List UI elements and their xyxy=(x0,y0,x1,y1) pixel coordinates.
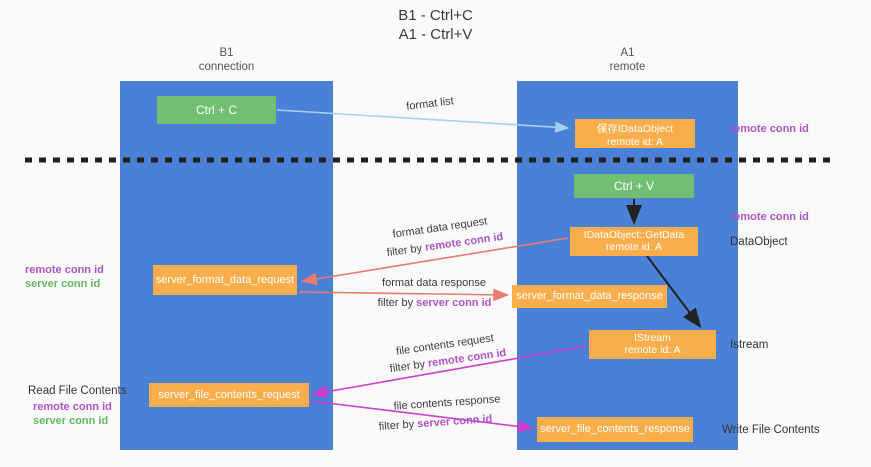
left-column-title: B1 xyxy=(219,47,234,59)
format-data-response-filter-label: filter by server conn id xyxy=(367,297,502,309)
server-format-data-response-box: server_format_data_response xyxy=(512,285,667,308)
save-idataobject-line1: 保存IDataObject xyxy=(596,123,674,135)
server-file-contents-request-box: server_file_contents_request xyxy=(149,383,309,407)
istream-box: IStream remote id: A xyxy=(589,330,716,359)
write-file-contents-annotation: Write File Contents xyxy=(722,424,820,436)
istream-line2: remote id: A xyxy=(624,344,681,356)
filter-by-text: filter by xyxy=(378,418,418,433)
remote-conn-id-annotation-left1: remote conn id xyxy=(25,264,104,276)
diagram-title: B1 - Ctrl+C A1 - Ctrl+V xyxy=(0,6,871,44)
server-conn-id-text: server conn id xyxy=(416,297,492,309)
istream-line1: IStream xyxy=(634,332,671,344)
istream-annotation: Istream xyxy=(730,339,769,351)
right-column-title: A1 xyxy=(620,47,635,59)
filter-by-text: filter by xyxy=(377,297,417,309)
remote-conn-id-annotation-mid: remote conn id xyxy=(730,211,809,223)
format-data-response-label: format data response xyxy=(382,277,486,289)
save-idataobject-line2: remote id: A xyxy=(606,136,664,148)
right-column-header: A1 remote xyxy=(517,46,738,74)
server-conn-id-text: server conn id xyxy=(416,413,493,431)
title-line-1: B1 - Ctrl+C xyxy=(398,7,473,24)
format-list-label: format list xyxy=(405,95,455,113)
filter-by-text: filter by xyxy=(386,241,426,260)
getdata-line1: IDataObject::GetData xyxy=(583,229,685,241)
right-column-subtitle: remote xyxy=(609,61,646,73)
ctrl-c-box: Ctrl + C xyxy=(157,96,276,124)
idataobject-getdata-box: IDataObject::GetData remote id: A xyxy=(570,227,698,256)
remote-conn-id-annotation-top: remote conn id xyxy=(730,123,809,135)
server-conn-id-annotation-left2: server conn id xyxy=(33,415,109,427)
dataobject-annotation: DataObject xyxy=(730,236,788,248)
getdata-line2: remote id: A xyxy=(605,241,663,253)
left-column-subtitle: connection xyxy=(198,61,255,73)
file-contents-response-filter-label: filter by server conn id xyxy=(368,412,504,433)
file-contents-response-label: file contents response xyxy=(393,393,501,413)
remote-conn-id-annotation-left2: remote conn id xyxy=(33,401,112,413)
ctrl-v-box: Ctrl + V xyxy=(574,174,694,198)
server-conn-id-annotation-left1: server conn id xyxy=(25,278,101,290)
title-line-2: A1 - Ctrl+V xyxy=(398,26,473,43)
filter-by-text: filter by xyxy=(389,357,429,376)
server-format-data-request-box: server_format_data_request xyxy=(153,265,297,295)
save-idataobject-box: 保存IDataObject remote id: A xyxy=(575,119,695,148)
server-file-contents-response-box: server_file_contents_response xyxy=(537,417,693,442)
read-file-contents-annotation: Read File Contents xyxy=(28,385,127,397)
left-column-header: B1 connection xyxy=(120,46,333,74)
